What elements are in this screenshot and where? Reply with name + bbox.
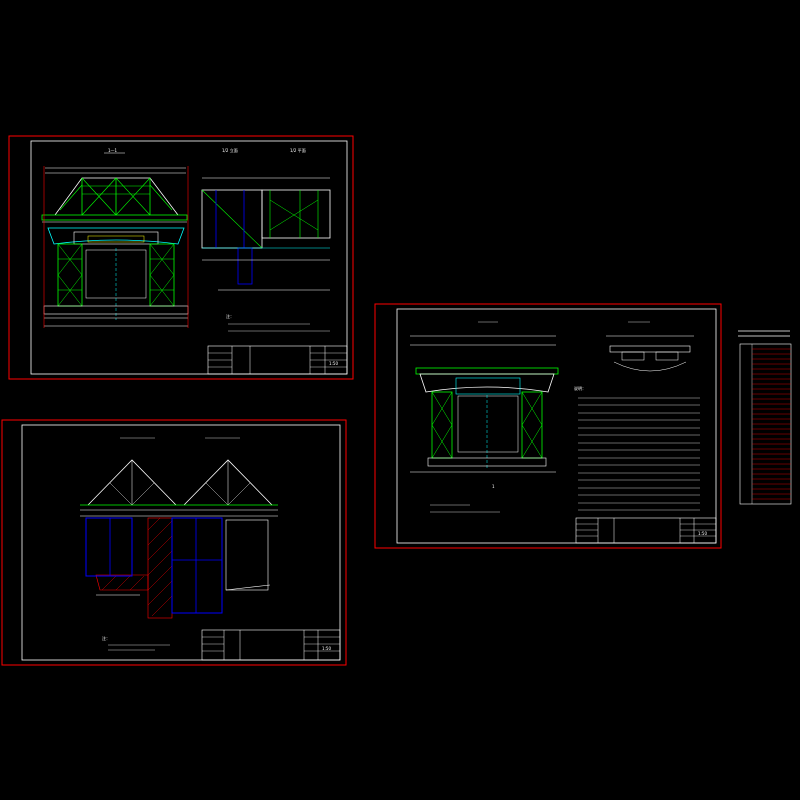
sheet-frame [374, 303, 722, 549]
small-section-view [606, 321, 694, 372]
svg-text:注：: 注： [226, 313, 234, 319]
sheet-right[interactable]: 1 说明： [374, 303, 722, 549]
title-block: 1:50 [575, 517, 717, 544]
sheet-bottom-left[interactable]: 注： 1:50 [1, 419, 347, 666]
inner-frame [30, 140, 348, 375]
title-block: 1:50 [201, 629, 341, 661]
scale-label: 1:50 [698, 531, 707, 536]
scale-label: 1:50 [322, 646, 331, 651]
notes-area: 注： [102, 635, 170, 651]
elevation-view [80, 437, 278, 619]
svg-text:注：: 注： [102, 635, 110, 641]
cross-section-view: 1—1 [41, 148, 189, 328]
plan-view: 1/2 立面 1/2 平面 注： [201, 147, 331, 332]
svg-text:1—1: 1—1 [108, 148, 118, 153]
scale-label: 1:50 [329, 361, 338, 366]
sheet-frame [8, 135, 354, 380]
svg-text:说明：: 说明： [574, 385, 586, 391]
title-block: 1:50 [207, 345, 348, 375]
inner-frame [21, 424, 341, 661]
notes-text-block: 说明： [430, 385, 700, 513]
svg-text:1: 1 [492, 484, 495, 489]
sheet-top-left[interactable]: 1—1 [8, 135, 354, 380]
sheet-frame [1, 419, 347, 666]
svg-text:1/2 平面: 1/2 平面 [290, 148, 306, 153]
inner-frame [396, 308, 717, 544]
box-girder-section: 1 [410, 321, 559, 489]
svg-text:1/2 立面: 1/2 立面 [222, 147, 238, 153]
schedule-table[interactable] [738, 330, 792, 505]
